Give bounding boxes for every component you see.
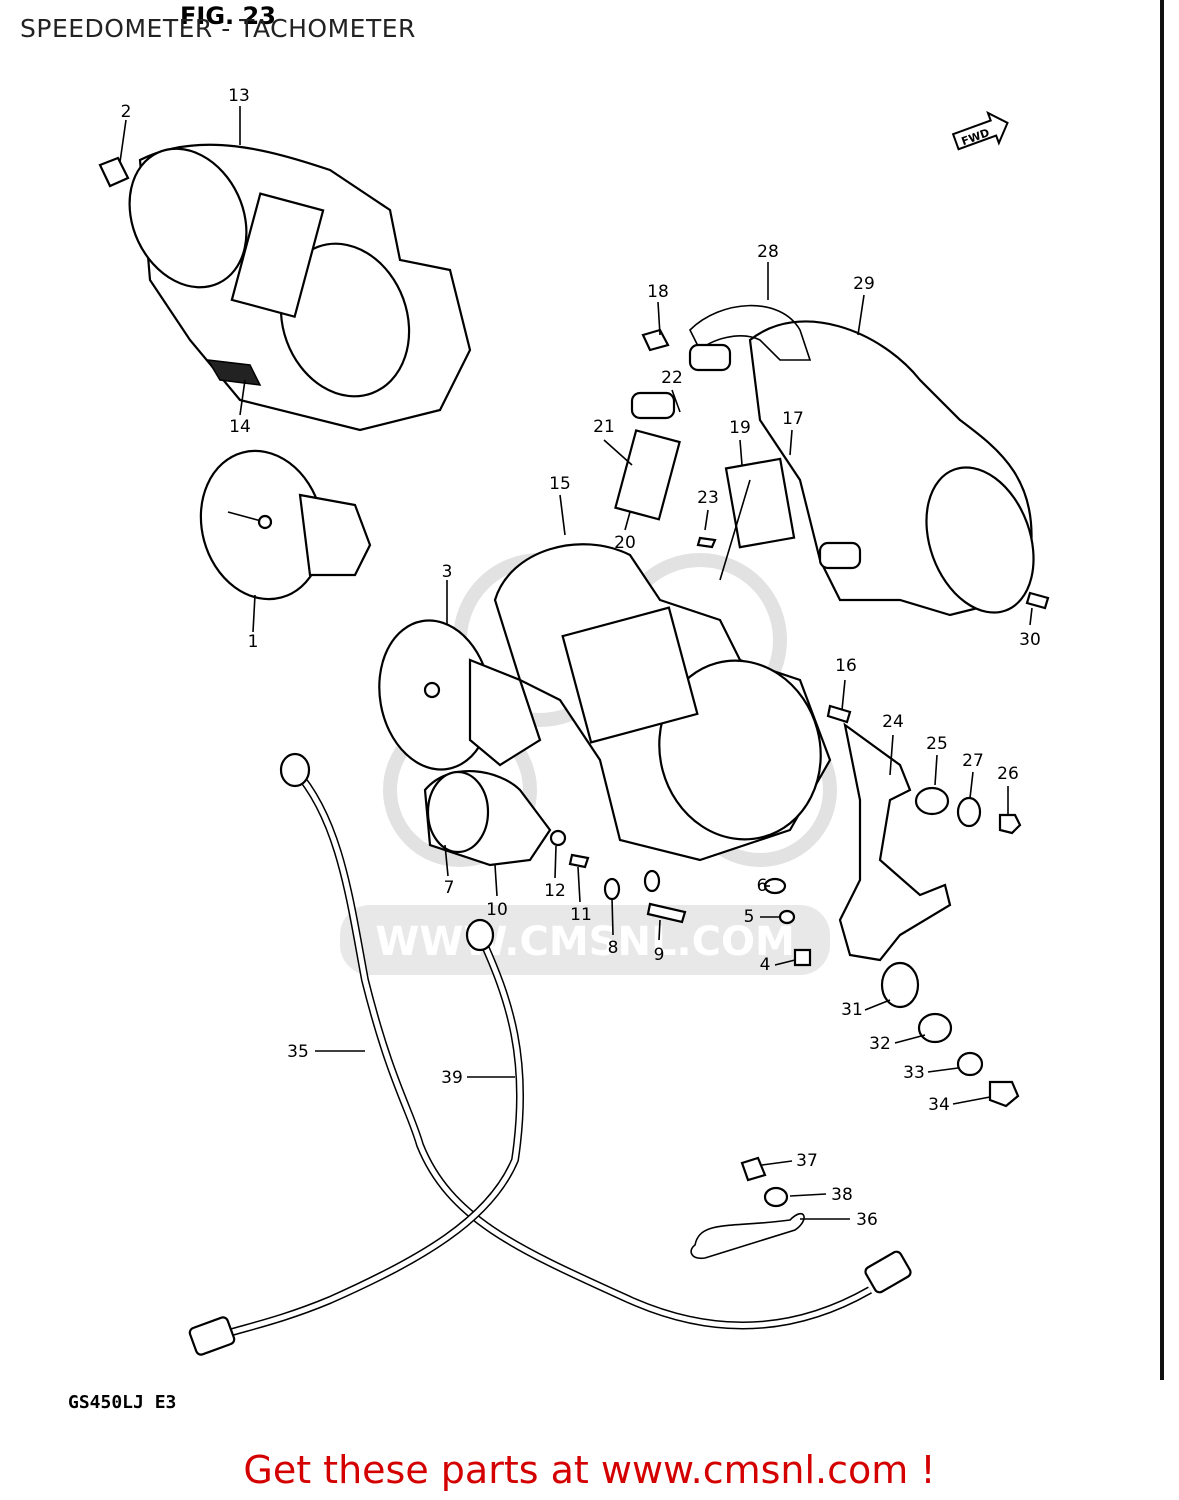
callout-1: 1 [247,632,259,652]
meter-cover [128,143,472,432]
callout-6: 6 [756,876,768,896]
callout-37: 37 [796,1151,818,1171]
callout-22: 22 [661,368,683,388]
callout-15: 15 [549,474,571,494]
callout-12: 12 [544,881,566,901]
callout-21: 21 [593,417,615,437]
callout-36: 36 [856,1210,878,1230]
bulb-sockets [614,343,862,581]
callout-16: 16 [835,656,857,676]
callout-28: 28 [757,242,779,262]
meter-bracket [838,722,952,962]
callout-10: 10 [486,900,508,920]
speedometer-unit [378,619,542,771]
leader-lines [119,106,1033,1220]
callout-3: 3 [441,562,453,582]
forward-arrow: FWD [951,110,1009,151]
tachometer-unit [423,769,552,867]
callout-30: 30 [1019,630,1041,650]
callout-14: 14 [229,417,251,437]
watermark-text: WWW.CMSNL.COM [375,919,795,965]
callout-8: 8 [607,938,619,958]
callout-35: 35 [287,1042,309,1062]
lower-case [493,543,832,862]
harness-band [689,304,812,361]
cover-cushion [206,359,262,386]
callout-34: 34 [928,1095,950,1115]
callout-38: 38 [831,1185,853,1205]
footer-cta-link[interactable]: Get these parts at www.cmsnl.com ! [243,1448,936,1492]
callout-32: 32 [869,1034,891,1054]
upper-casing [748,320,1035,617]
callout-17: 17 [782,409,804,429]
callout-11: 11 [570,905,592,925]
tachometer-cable [188,918,525,1356]
callout-7: 7 [443,878,455,898]
callout-4: 4 [759,955,771,975]
callout-9: 9 [653,945,665,965]
cover-bulb [98,156,130,188]
callout-25: 25 [926,734,948,754]
speedometer-cable [279,752,912,1330]
meter-face-assembly [199,449,372,601]
page-title: SPEEDOMETER - TACHOMETER [20,14,416,43]
callout-13: 13 [228,86,250,106]
callout-5: 5 [743,907,755,927]
callout-19: 19 [729,418,751,438]
callout-18: 18 [647,282,669,302]
callout-27: 27 [962,751,984,771]
callout-2: 2 [120,102,132,122]
callout-39: 39 [441,1068,463,1088]
callout-31: 31 [841,1000,863,1020]
model-code: GS450LJ E3 [68,1392,177,1413]
hardware-items [549,328,1050,1260]
right-border-line [1160,0,1164,1380]
callout-24: 24 [882,712,904,732]
figure-number: FIG. 23 [180,2,276,30]
callout-26: 26 [997,764,1019,784]
callout-23: 23 [697,488,719,508]
callout-20: 20 [614,533,636,553]
callout-33: 33 [903,1063,925,1083]
callout-29: 29 [853,274,875,294]
